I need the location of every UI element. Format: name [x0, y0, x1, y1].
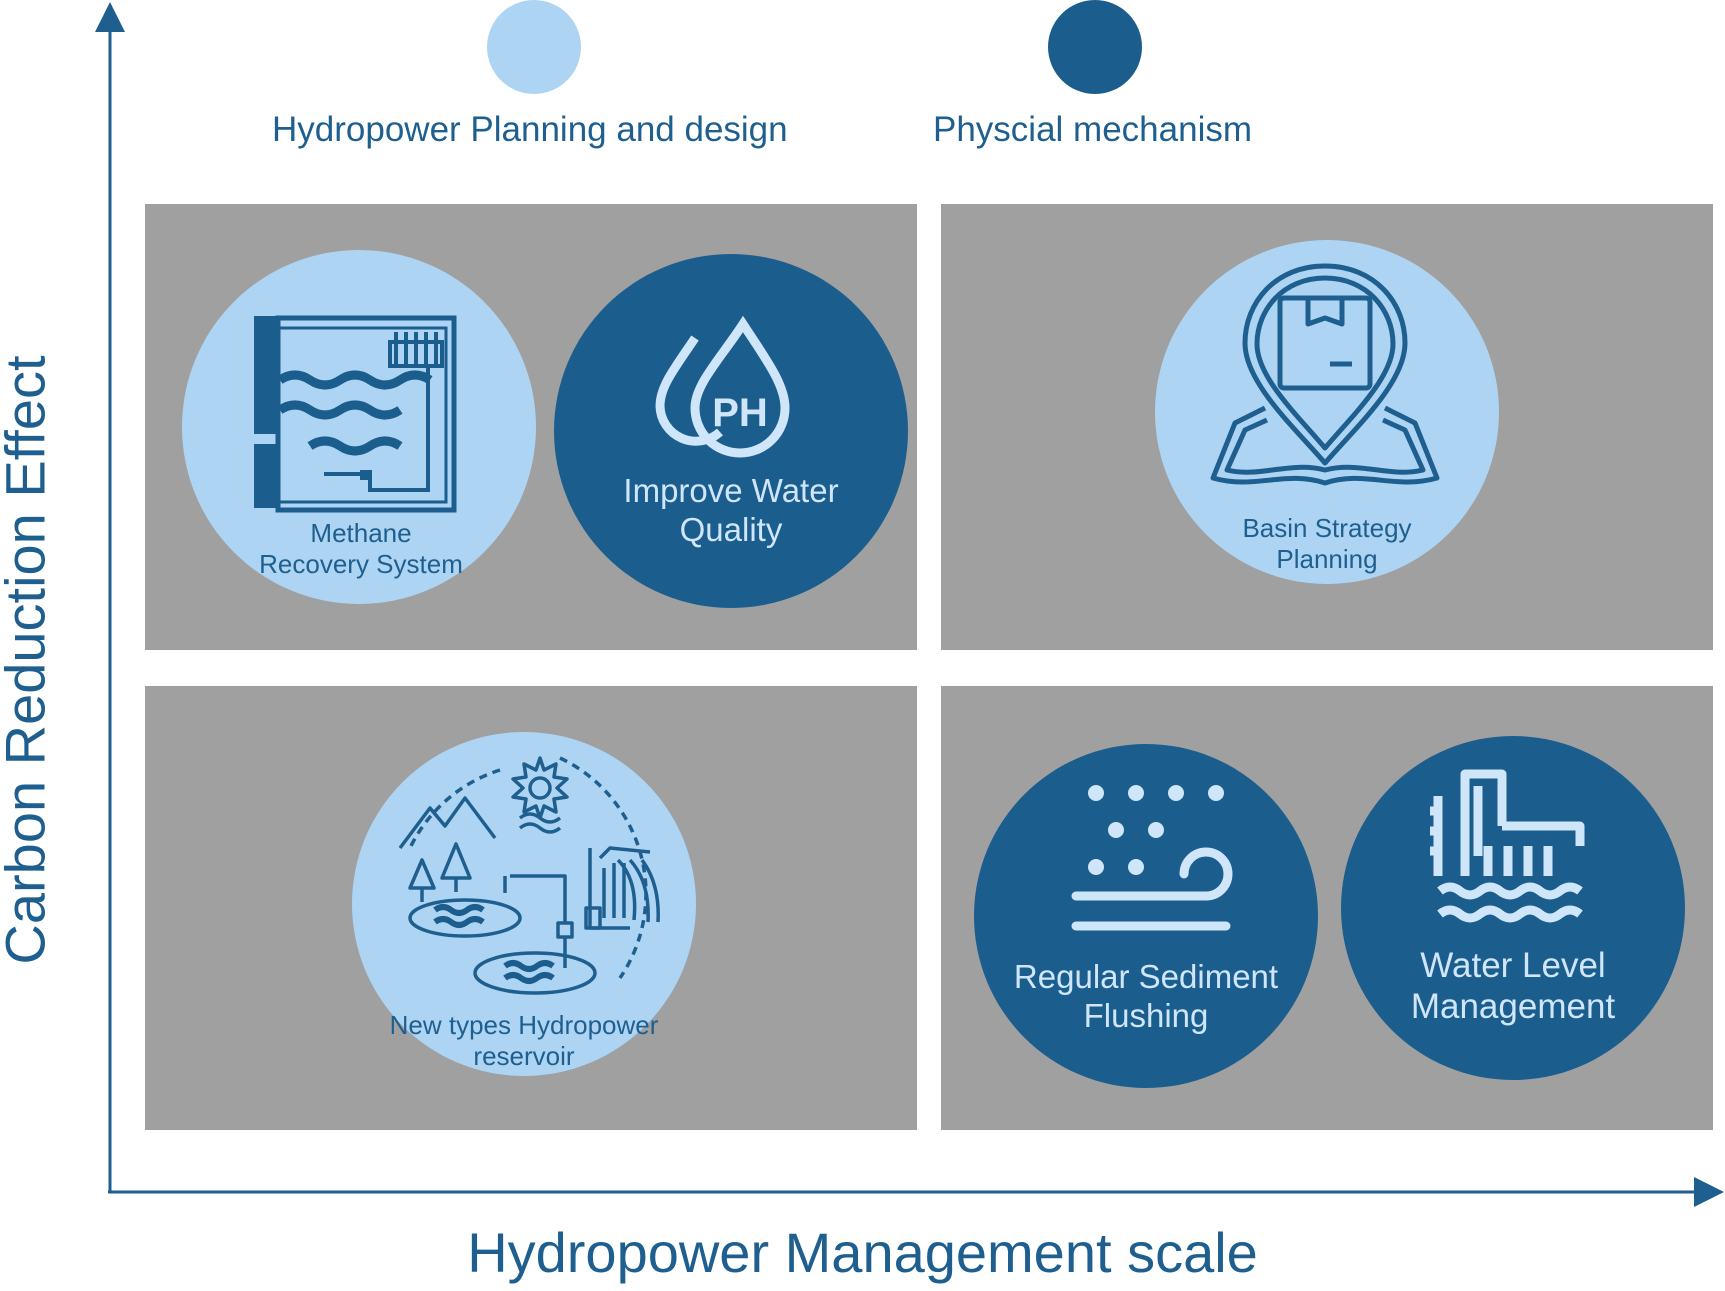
sediment-flushing-line1: Regular Sediment: [1013, 958, 1279, 995]
legend-label-planning: Hydropower Planning and design: [272, 110, 788, 149]
water-level-line1: Water Level: [1420, 946, 1606, 985]
water-level-circle: [1341, 736, 1685, 1080]
sediment-flushing-line2: Flushing: [1083, 996, 1209, 1034]
methane-recovery-line1: Methane: [310, 518, 412, 548]
new-reservoir-line2: reservoir: [473, 1040, 575, 1071]
ph-drops-icon: PH: [655, 315, 790, 458]
basin-strategy-line2: Planning: [1276, 543, 1378, 574]
water-quality-line1: Improve Water: [623, 472, 839, 509]
location-pin-box-icon: [1210, 263, 1440, 486]
reservoir-tank-icon: [254, 315, 457, 513]
dam-water-level-icon: [1430, 769, 1585, 923]
basin-strategy-line1: Basin Strategy: [1242, 513, 1412, 543]
methane-recovery-circle: [182, 250, 536, 604]
sediment-flushing-circle: [974, 744, 1318, 1088]
water-level-label: Water Level Management: [1363, 945, 1663, 1028]
methane-recovery-label: Methane Recovery System: [236, 518, 486, 579]
landscape-dam-icon: [398, 756, 660, 995]
basin-strategy-label: Basin Strategy Planning: [1177, 513, 1477, 574]
new-reservoir-line1: New types Hydropower: [389, 1010, 659, 1040]
water-level-line2: Management: [1410, 987, 1616, 1027]
methane-recovery-line2: Recovery System: [259, 548, 463, 579]
water-quality-label: Improve Water Quality: [581, 472, 881, 550]
sediment-flushing-label: Regular Sediment Flushing: [971, 958, 1321, 1036]
y-axis-title: Carbon Reduction Effect: [0, 355, 57, 965]
x-axis-title: Hydropower Management scale: [467, 1221, 1258, 1284]
water-quality-line2: Quality: [679, 510, 783, 548]
legend-label-physical: Physcial mechanism: [933, 110, 1252, 149]
water-quality-circle: [554, 254, 908, 608]
legend-marker-physical: [1048, 0, 1142, 94]
svg-text:PH: PH: [712, 391, 768, 435]
legend-marker-planning: [487, 0, 581, 94]
sediment-wind-icon: [1071, 785, 1233, 931]
new-reservoir-label: New types Hydropower reservoir: [374, 1010, 674, 1071]
